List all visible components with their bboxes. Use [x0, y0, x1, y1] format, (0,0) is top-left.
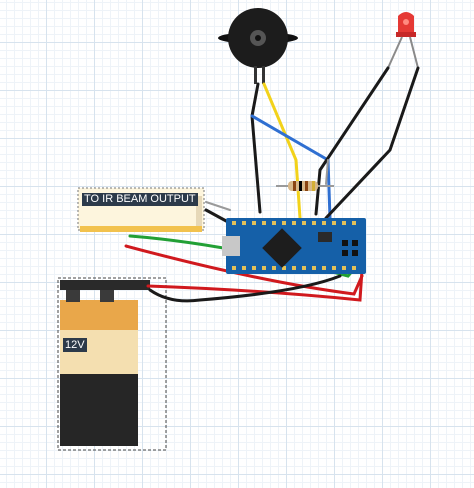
arduino-nano-board[interactable]	[222, 218, 366, 274]
battery-terminal-positive	[100, 290, 114, 302]
ir-beam-label: TO IR BEAM OUTPUT	[82, 193, 198, 206]
red-led-icon[interactable]	[387, 12, 419, 69]
wire-grey-ir	[205, 201, 231, 211]
battery-12v[interactable]	[57, 277, 167, 451]
microcontroller-chip	[262, 228, 302, 268]
wire-led-black-1	[314, 66, 390, 216]
usb-port[interactable]	[222, 236, 240, 256]
wire-red-ir	[124, 244, 364, 296]
piezo-buzzer-icon[interactable]	[218, 8, 298, 84]
wire-black-battery	[148, 274, 342, 303]
battery-terminal-negative	[66, 290, 80, 302]
battery-label: 12V	[63, 338, 87, 352]
wire-buzzer-black	[250, 82, 262, 214]
resistor-icon[interactable]	[276, 181, 334, 191]
wire-led-black-2	[324, 66, 420, 220]
wire-buzzer-yellow	[262, 82, 302, 220]
wire-grey-resistor	[325, 159, 329, 185]
